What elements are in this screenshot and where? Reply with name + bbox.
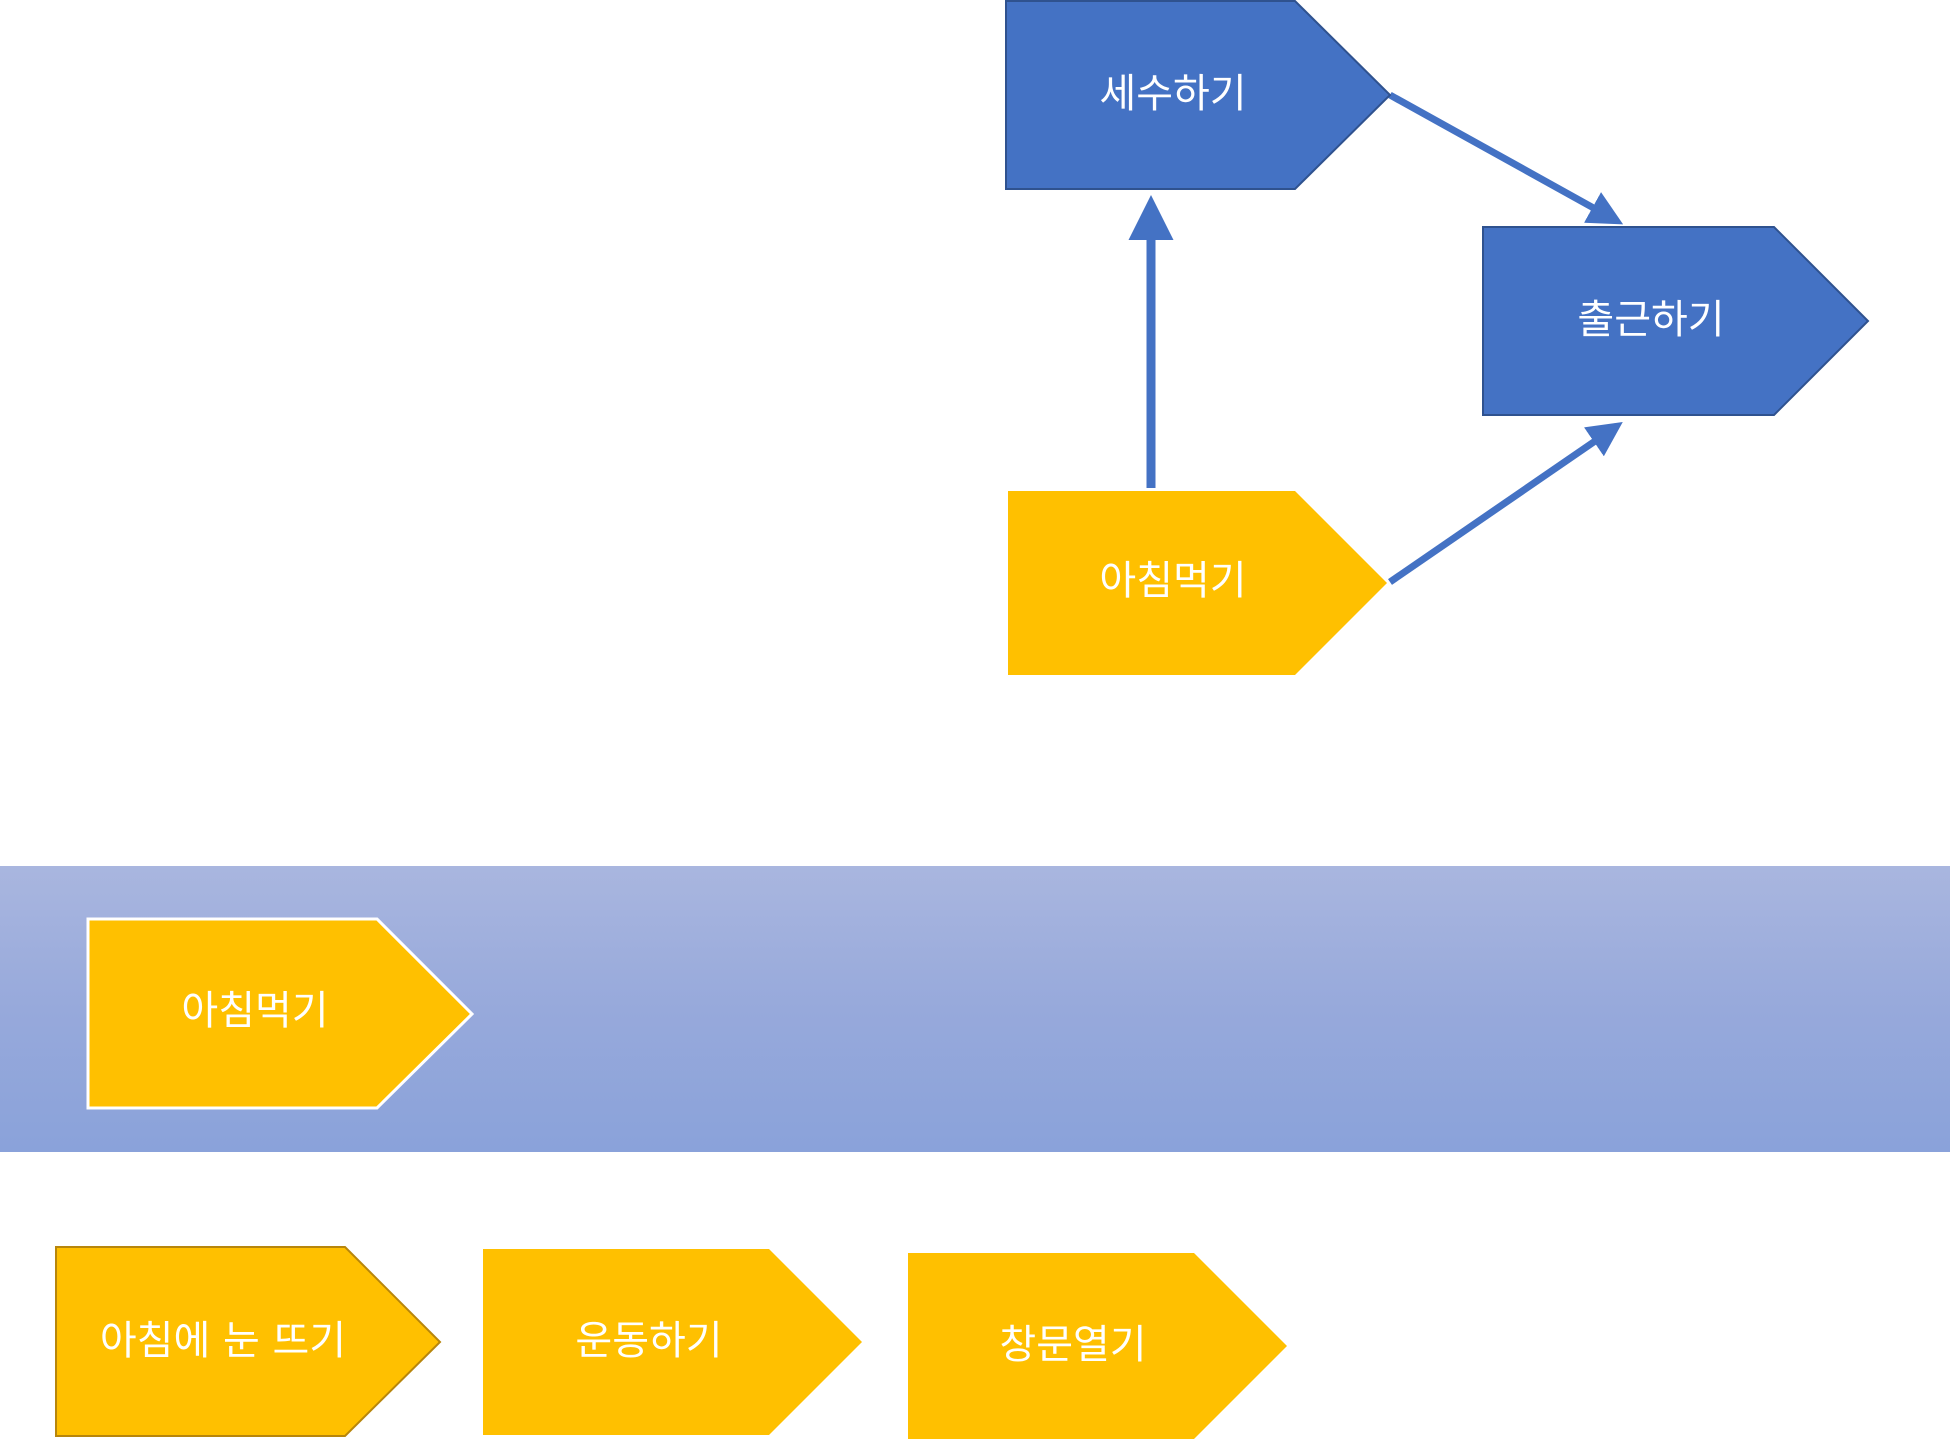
process-node-breakfast[interactable]: 아침먹기 [1008,491,1387,675]
node-label: 출근하기 [1577,297,1724,343]
node-label: 아침먹기 [181,988,328,1034]
process-node-wash[interactable]: 세수하기 [1005,0,1392,190]
process-node-open-window[interactable]: 창문열기 [908,1253,1287,1439]
node-label: 창문열기 [999,1322,1146,1368]
node-label: 운동하기 [575,1318,722,1364]
process-node-commute[interactable]: 출근하기 [1482,226,1870,416]
node-label: 아침에 눈 뜨기 [100,1318,346,1364]
node-label: 아침먹기 [1099,558,1246,604]
process-node-exercise[interactable]: 운동하기 [483,1249,862,1435]
process-node-band-breakfast[interactable]: 아침먹기 [86,917,475,1110]
process-node-wake-up[interactable]: 아침에 눈 뜨기 [55,1246,442,1437]
connector-wash-to-commute [1388,91,1624,225]
connector-breakfast-to-commute [1388,422,1623,585]
node-label: 세수하기 [1099,71,1246,117]
